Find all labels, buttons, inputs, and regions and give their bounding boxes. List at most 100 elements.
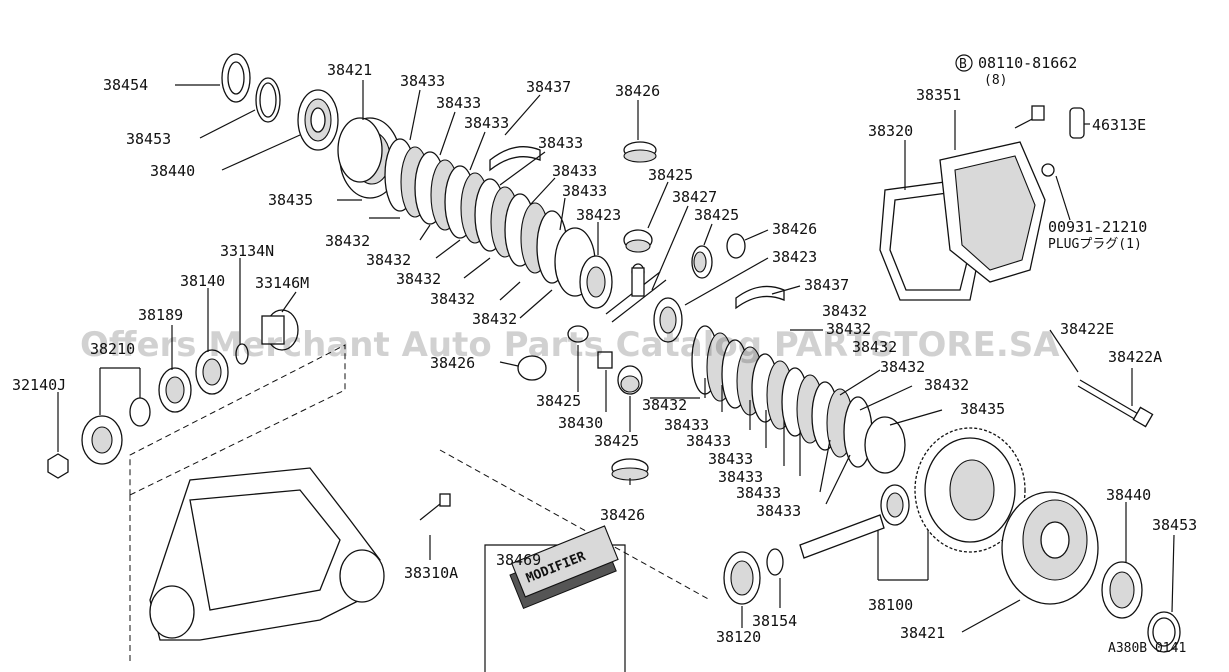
label-38422E[interactable]: 38422E [1060, 320, 1114, 338]
bearing-38440-lower[interactable] [1101, 561, 1143, 619]
label-38432-j[interactable]: 38432 [924, 376, 969, 394]
label-38426-d[interactable]: 38426 [600, 506, 645, 524]
label-38433-e[interactable]: 38433 [552, 162, 597, 180]
label-38432-a[interactable]: 38432 [325, 232, 370, 250]
diff-case-38421-lower[interactable] [1001, 491, 1099, 605]
label-38425-c[interactable]: 38425 [536, 392, 581, 410]
label-38433-f[interactable]: 38433 [562, 182, 607, 200]
label-33134N[interactable]: 33134N [220, 242, 274, 260]
label-38426-a[interactable]: 38426 [615, 82, 660, 100]
label-38433-k[interactable]: 38433 [736, 484, 781, 502]
thrust-washer-38426-bottom[interactable] [611, 458, 649, 481]
label-38422A[interactable]: 38422A [1108, 348, 1162, 366]
label-38432-e[interactable]: 38432 [472, 310, 517, 328]
bearing-38189[interactable] [158, 367, 192, 413]
label-38427[interactable]: 38427 [672, 188, 717, 206]
label-38432-i[interactable]: 38432 [880, 358, 925, 376]
label-32140J[interactable]: 32140J [12, 376, 66, 394]
label-38426-c[interactable]: 38426 [430, 354, 475, 372]
label-38433-c[interactable]: 38433 [464, 114, 509, 132]
label-38433-g[interactable]: 38433 [664, 416, 709, 434]
seal-33146M[interactable] [261, 309, 299, 351]
bearing-38440[interactable] [297, 89, 339, 151]
spacer-38437-lower[interactable] [735, 285, 785, 310]
pinion-gear-38425-right[interactable] [691, 245, 713, 279]
label-38432-d[interactable]: 38432 [430, 290, 475, 308]
lock-nut-38454[interactable] [221, 53, 251, 103]
label-38453-upper[interactable]: 38453 [126, 130, 171, 148]
washer-38453[interactable] [255, 77, 281, 123]
label-38423-a[interactable]: 38423 [576, 206, 621, 224]
label-38189[interactable]: 38189 [138, 306, 183, 324]
clip-46313E[interactable] [1069, 107, 1085, 139]
snap-ring-33134N[interactable] [235, 343, 249, 365]
pinion-bearing-38120[interactable] [723, 551, 761, 605]
pinion-gear-38425-bottom[interactable] [617, 365, 643, 395]
pinion-mate-shaft-38427[interactable] [605, 263, 667, 323]
thrust-washer-38426-top[interactable] [623, 141, 657, 163]
label-38140[interactable]: 38140 [180, 272, 225, 290]
label-38433-j[interactable]: 38433 [718, 468, 763, 486]
label-38425-a[interactable]: 38425 [648, 166, 693, 184]
pinion-gear-38425-left[interactable] [567, 325, 589, 343]
rear-cover-38351[interactable] [939, 141, 1046, 283]
label-38426-b[interactable]: 38426 [772, 220, 817, 238]
ring-gear-38100[interactable] [914, 427, 1026, 553]
label-38430[interactable]: 38430 [558, 414, 603, 432]
pinion-spacer-38154[interactable] [766, 548, 784, 576]
washer-38453-lower[interactable] [1147, 611, 1181, 653]
label-38433-l[interactable]: 38433 [756, 502, 801, 520]
label-38454[interactable]: 38454 [103, 76, 148, 94]
label-38433-b[interactable]: 38433 [436, 94, 481, 112]
label-38433-d[interactable]: 38433 [538, 134, 583, 152]
pinion-gear-38425-top[interactable] [623, 229, 653, 253]
label-38421-lower[interactable]: 38421 [900, 624, 945, 642]
label-38154[interactable]: 38154 [752, 612, 797, 630]
thrust-washer-38426-right[interactable] [726, 233, 746, 259]
diff-carrier-housing[interactable] [149, 467, 385, 641]
label-38432-c[interactable]: 38432 [396, 270, 441, 288]
label-38423-b[interactable]: 38423 [772, 248, 817, 266]
label-46313E[interactable]: 46313E [1092, 116, 1146, 134]
label-38351[interactable]: 38351 [916, 86, 961, 104]
label-38310A[interactable]: 38310A [404, 564, 458, 582]
thrust-block-38430[interactable] [597, 351, 613, 369]
label-38320[interactable]: 38320 [868, 122, 913, 140]
seal-kit-38210[interactable] [81, 397, 151, 465]
nut-32140J[interactable] [47, 453, 69, 479]
bearing-cap-stud-38310A[interactable] [419, 493, 451, 521]
label-38437-upper[interactable]: 38437 [526, 78, 571, 96]
label-38100[interactable]: 38100 [868, 596, 913, 614]
label-38425-b[interactable]: 38425 [694, 206, 739, 224]
kit-box-38469[interactable]: MODIFIER [484, 525, 626, 672]
label-38425-d[interactable]: 38425 [594, 432, 639, 450]
label-38432-b[interactable]: 38432 [366, 251, 411, 269]
drive-pinion-38100[interactable] [799, 484, 910, 559]
label-38469[interactable]: 38469 [496, 551, 541, 569]
label-38435-lower[interactable]: 38435 [960, 400, 1005, 418]
bearing-38140[interactable] [195, 349, 229, 395]
label-38433-i[interactable]: 38433 [708, 450, 753, 468]
bolt-38422A[interactable] [1077, 379, 1154, 428]
clutch-plate-stack-lower[interactable] [691, 325, 906, 474]
label-38435-upper[interactable]: 38435 [268, 191, 313, 209]
label-38433-h[interactable]: 38433 [686, 432, 731, 450]
label-38440-upper[interactable]: 38440 [150, 162, 195, 180]
label-38437-lower[interactable]: 38437 [804, 276, 849, 294]
label-08110-81662[interactable]: 08110-81662 [978, 54, 1077, 72]
side-gear-38423-right[interactable] [653, 297, 683, 343]
label-38432-f[interactable]: 38432 [822, 302, 867, 320]
label-33146M[interactable]: 33146M [255, 274, 309, 292]
label-38453-lower[interactable]: 38453 [1152, 516, 1197, 534]
label-38432-k[interactable]: 38432 [642, 396, 687, 414]
plug-00931-21210[interactable] [1041, 163, 1055, 177]
bolt-08110-81662[interactable] [1014, 105, 1045, 129]
label-38120[interactable]: 38120 [716, 628, 761, 646]
label-38433-a[interactable]: 38433 [400, 72, 445, 90]
side-gear-38423-left[interactable] [579, 255, 613, 309]
thrust-washer-38426-left[interactable] [517, 355, 547, 381]
clutch-plate-stack-upper[interactable] [384, 138, 596, 297]
label-38210[interactable]: 38210 [90, 340, 135, 358]
spacer-38437-upper[interactable] [489, 146, 541, 172]
label-38421-upper[interactable]: 38421 [327, 61, 372, 79]
